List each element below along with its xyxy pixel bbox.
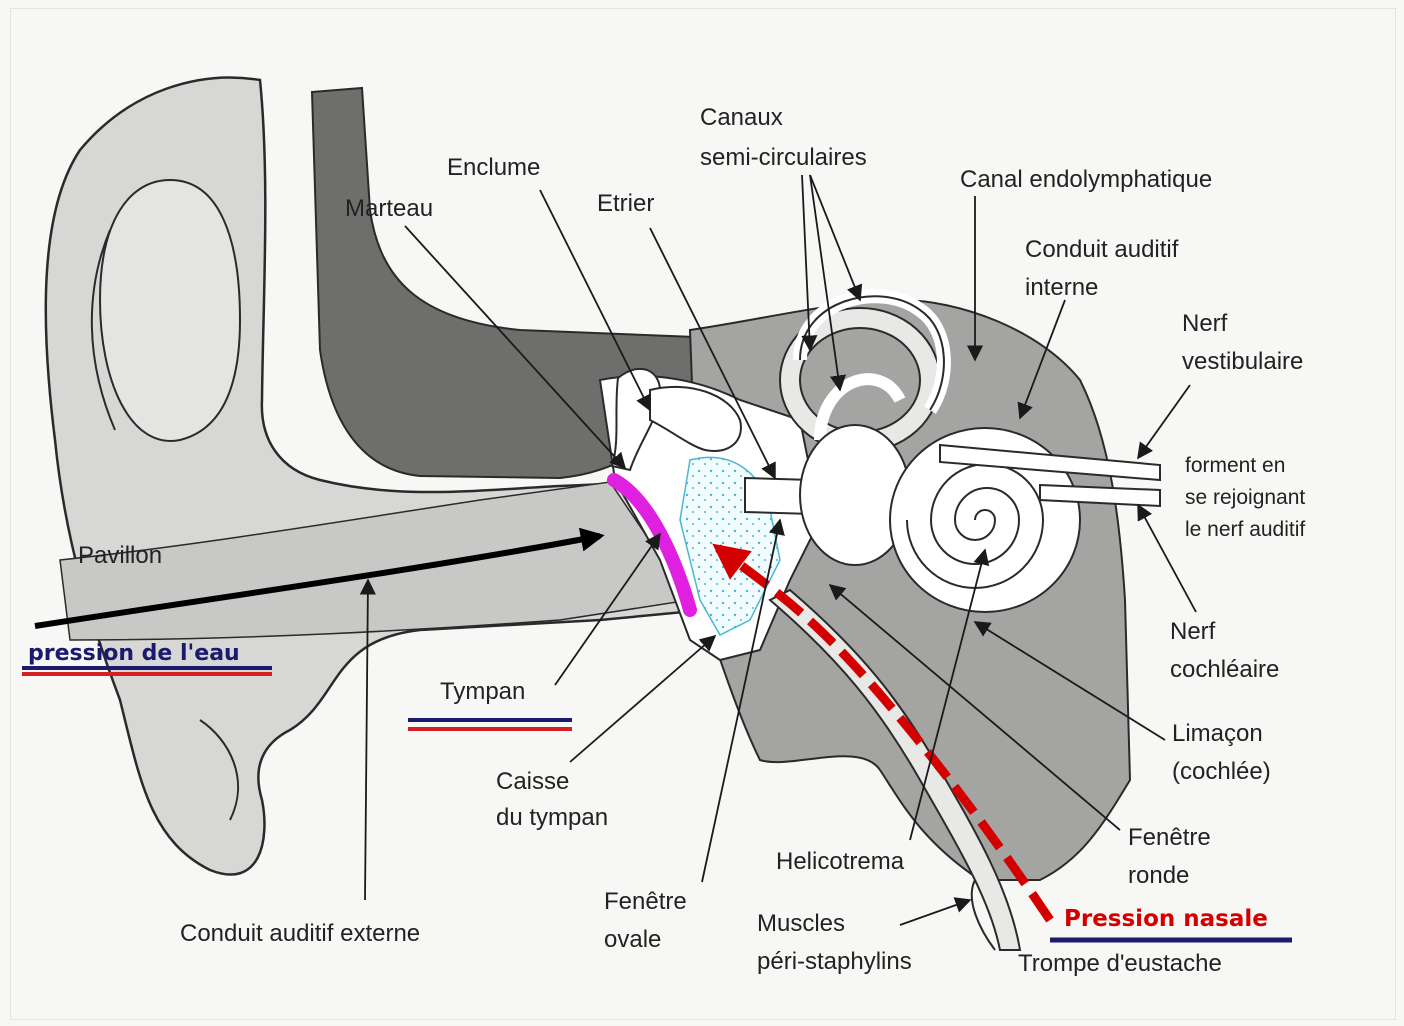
- label-trompe: Trompe d'eustache: [1018, 948, 1222, 979]
- label-caisse-l2: du tympan: [496, 802, 608, 833]
- label-canaux-l1: Canaux: [700, 102, 783, 133]
- label-limacon-l2: (cochlée): [1172, 756, 1271, 787]
- label-conduit-externe: Conduit auditif externe: [180, 918, 420, 949]
- label-canal-endo: Canal endolymphatique: [960, 164, 1212, 195]
- label-canaux-l2: semi-circulaires: [700, 142, 867, 173]
- label-fenetre-ronde-l2: ronde: [1128, 860, 1189, 891]
- label-pression-eau: pression de l'eau: [28, 638, 240, 669]
- label-helicotrema: Helicotrema: [776, 846, 904, 877]
- label-tympan: Tympan: [440, 676, 525, 707]
- label-fenetre-ronde-l1: Fenêtre: [1128, 822, 1211, 853]
- label-etrier: Etrier: [597, 188, 654, 219]
- label-muscles-l1: Muscles: [757, 908, 845, 939]
- label-fenetre-ovale-l1: Fenêtre: [604, 886, 687, 917]
- label-nerf-vest-l1: Nerf: [1182, 308, 1227, 339]
- label-forment-l1: forment en: [1185, 452, 1285, 480]
- label-fenetre-ovale-l2: ovale: [604, 924, 661, 955]
- label-muscles-l2: péri-staphylins: [757, 946, 912, 977]
- label-forment-l3: le nerf auditif: [1185, 516, 1305, 544]
- label-forment-l2: se rejoignant: [1185, 484, 1305, 512]
- label-pavillon: Pavillon: [78, 540, 162, 571]
- label-enclume: Enclume: [447, 152, 540, 183]
- label-marteau: Marteau: [345, 193, 433, 224]
- label-nerf-coch-l2: cochléaire: [1170, 654, 1279, 685]
- label-conduit-interne-l1: Conduit auditif: [1025, 234, 1178, 265]
- label-conduit-interne-l2: interne: [1025, 272, 1098, 303]
- label-limacon-l1: Limaçon: [1172, 718, 1263, 749]
- label-nerf-coch-l1: Nerf: [1170, 616, 1215, 647]
- label-caisse-l1: Caisse: [496, 766, 569, 797]
- label-pression-nasale: Pression nasale: [1064, 904, 1268, 935]
- label-nerf-vest-l2: vestibulaire: [1182, 346, 1303, 377]
